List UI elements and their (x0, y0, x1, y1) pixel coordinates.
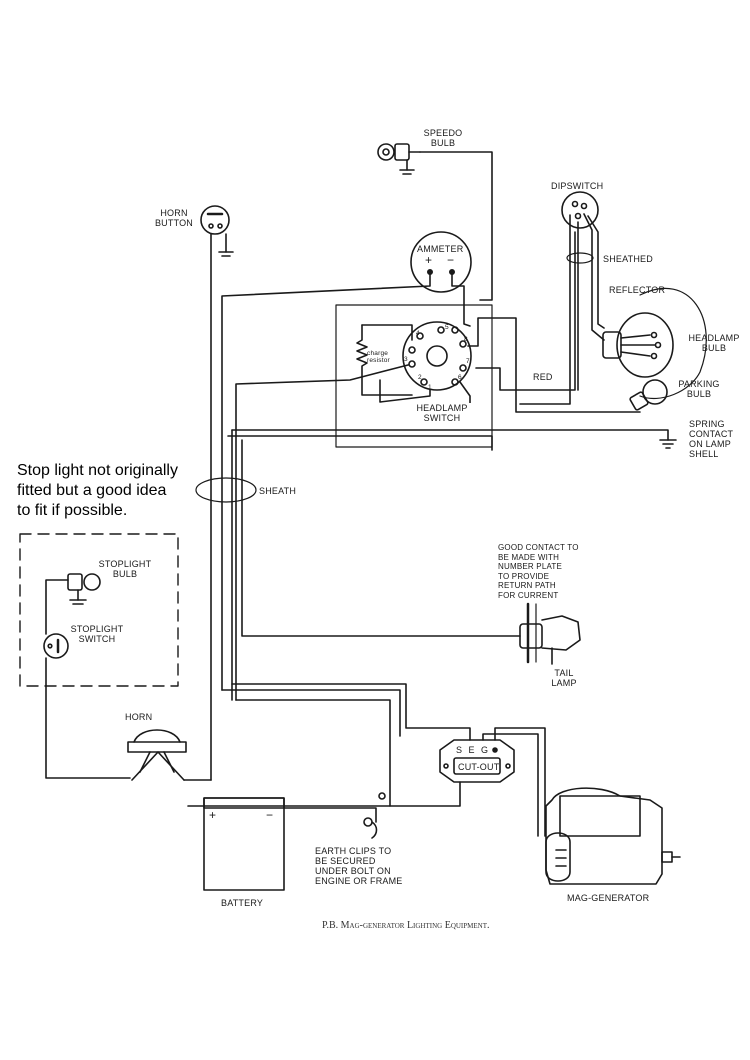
ammeter-minus-label: − (447, 253, 455, 267)
switch-terminal-label: 7 (466, 358, 470, 365)
red-wire-label: RED (533, 372, 553, 382)
mag-generator-icon (545, 787, 681, 885)
dipswitch-wire-1 (519, 214, 571, 405)
parking-bulb-label: PARKING BULB (678, 379, 720, 399)
headlamp-switch-label: HEADLAMP SWITCH (410, 403, 474, 423)
spring-contact-wire (231, 429, 669, 441)
tail-lamp-label: TAIL LAMP (551, 668, 577, 688)
switch-terminal-label: 6 (458, 374, 462, 381)
stop-light-note-line-3: to fit if possible. (17, 502, 128, 519)
cut-out-to-battery (187, 781, 461, 807)
stoplight-switch-label: STOPLIGHT SWITCH (70, 624, 124, 644)
dipswitch-wire-4 (587, 215, 605, 329)
ammeter-plus-wire (221, 273, 431, 691)
sheath-label: SHEATH (259, 486, 297, 496)
harness-wire-c (235, 699, 391, 807)
speedo-wire (419, 151, 493, 301)
reflector-label: REFLECTOR (609, 285, 666, 295)
diagram-caption: P.B. Mag-generator Lighting Equipment. (322, 920, 490, 931)
harness-wire-d (221, 689, 401, 737)
cut-out-terminals-label: S E G (456, 745, 491, 755)
horn-button-label: HORN BUTTON (154, 208, 194, 228)
parking-bulb-icon (629, 379, 668, 411)
tail-lamp-icon (519, 602, 581, 665)
stop-light-note-line-2: fitted but a good idea (17, 482, 167, 499)
speedo-bulb-label: SPEEDO BULB (423, 128, 463, 148)
sheathed-marker (566, 252, 594, 264)
switch-wire-left (361, 324, 413, 341)
sheath-marker (195, 477, 257, 503)
earth-symbol-icon (659, 439, 677, 449)
stoplight-bulb-icon (67, 573, 101, 605)
battery-earth-wire (283, 807, 377, 823)
switch-wire-6 (459, 381, 471, 407)
good-contact-label: GOOD CONTACT TO BE MADE WITH NUMBER PLAT… (498, 543, 579, 600)
stoplight-switch-icon (43, 633, 69, 659)
switch-terminal-label: 4 (416, 330, 420, 337)
horn-button-icon (200, 205, 234, 257)
headlamp-switch-icon (402, 321, 472, 391)
charge-resistor-label: charge resistor (367, 350, 390, 364)
ammeter-plus-label: + (425, 253, 433, 267)
earth-clips-label: EARTH CLIPS TO BE SECURED UNDER BOLT ON … (315, 846, 403, 886)
stoplight-wire (45, 579, 69, 635)
mag-generator-label: MAG-GENERATOR (567, 893, 650, 903)
switch-wire-3 (235, 364, 409, 701)
headlamp-bulb-label: HEADLAMP BULB (688, 333, 740, 353)
battery-label: BATTERY (221, 898, 264, 908)
switch-wire-down (379, 379, 431, 403)
ammeter-label: AMMETER (417, 244, 464, 254)
switch-terminal-label: 3 (404, 356, 408, 363)
cut-out-wire-e (482, 733, 539, 837)
cut-out-wire-s (231, 683, 471, 741)
horn-label: HORN (125, 712, 153, 722)
battery-minus-label: − (266, 808, 274, 822)
battery-icon (203, 797, 285, 891)
earth-clip-icon (363, 792, 386, 839)
sheathed-label: SHEATHED (603, 254, 653, 264)
red-wire (475, 231, 576, 391)
headlamp-bulb-icon (602, 312, 674, 378)
stoplight-bulb-label: STOPLIGHT BULB (98, 559, 152, 579)
cut-out-label: CUT-OUT (458, 762, 500, 772)
ammeter-minus-wire (451, 273, 471, 327)
headlamp-switch-panel (335, 304, 493, 448)
charge-resistor-icon (356, 324, 413, 396)
switch-terminal-label: 2 (418, 374, 422, 381)
harness-wire-a (227, 435, 493, 451)
stoplight-switch-wire (45, 657, 131, 779)
dipswitch-label: DIPSWITCH (551, 181, 604, 191)
stop-light-note-line-1: Stop light not originally (17, 462, 178, 479)
harness-wire-tail (241, 439, 521, 637)
switch-terminal-label: 1 (428, 384, 432, 391)
dipswitch-icon (561, 191, 599, 229)
spring-contact-label: SPRING CONTACT ON LAMP SHELL (689, 419, 734, 459)
switch-terminal-label: 5 (445, 324, 449, 331)
switch-terminal-label: 8 (464, 336, 468, 343)
battery-plus-label: + (209, 808, 217, 822)
speedo-bulb-icon (377, 143, 421, 175)
horn-icon (127, 729, 187, 781)
stoplight-dashed-box (19, 533, 179, 687)
dipswitch-wire-3 (583, 213, 605, 341)
ammeter-icon (410, 231, 472, 293)
switch-wire-to-headlamp (467, 317, 641, 413)
